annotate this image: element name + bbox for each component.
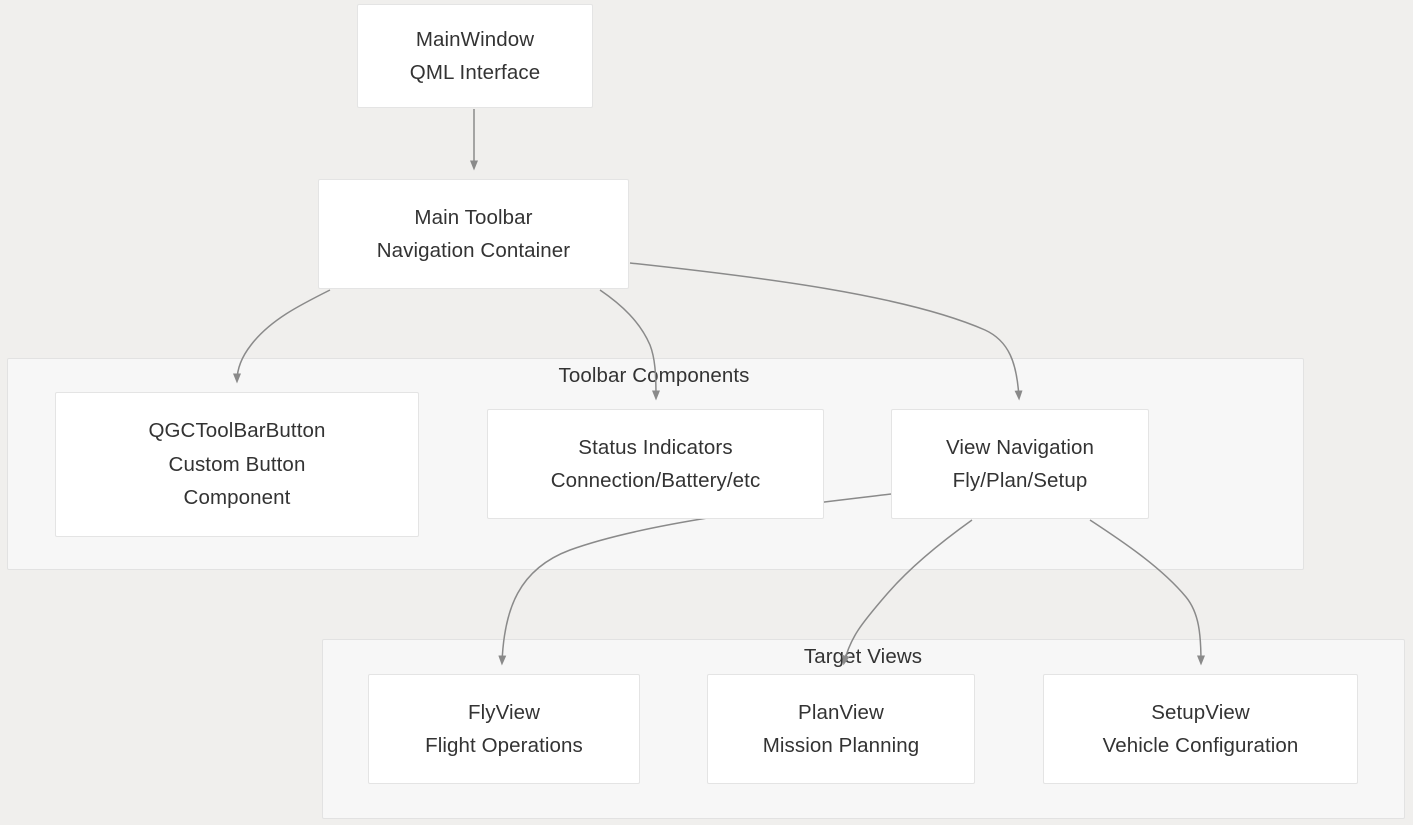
node-setup-view[interactable]: SetupView Vehicle Configuration [1043, 674, 1358, 784]
node-fly-view-line1: FlyView [467, 700, 541, 724]
node-qgc-toolbar-button-line2: Custom Button [168, 452, 306, 476]
node-fly-view[interactable]: FlyView Flight Operations [368, 674, 640, 784]
node-view-navigation-line1: View Navigation [945, 435, 1095, 459]
node-qgc-toolbar-button[interactable]: QGCToolBarButton Custom Button Component [55, 392, 419, 537]
cluster-label-target-views: Target Views [803, 645, 923, 668]
node-plan-view-line1: PlanView [798, 700, 884, 724]
node-fly-view-line2: Flight Operations [425, 734, 583, 757]
node-main-window-line2: QML Interface [409, 61, 541, 84]
node-view-navigation-line2: Fly/Plan/Setup [952, 469, 1088, 492]
node-setup-view-line1: SetupView [1151, 700, 1250, 724]
node-plan-view-line2: Mission Planning [762, 734, 920, 757]
node-view-navigation[interactable]: View Navigation Fly/Plan/Setup [891, 409, 1149, 519]
node-main-toolbar-line1: Main Toolbar [414, 205, 533, 229]
node-setup-view-line2: Vehicle Configuration [1102, 734, 1299, 757]
cluster-label-toolbar-components: Toolbar Components [558, 364, 750, 387]
node-main-toolbar-line2: Navigation Container [376, 239, 571, 262]
node-main-window[interactable]: MainWindow QML Interface [357, 4, 593, 108]
node-main-window-line1: MainWindow [415, 27, 535, 51]
node-status-indicators-line1: Status Indicators [578, 435, 733, 459]
node-plan-view[interactable]: PlanView Mission Planning [707, 674, 975, 784]
node-qgc-toolbar-button-line3: Component [183, 486, 291, 510]
node-main-toolbar[interactable]: Main Toolbar Navigation Container [318, 179, 629, 289]
node-qgc-toolbar-button-line1: QGCToolBarButton [148, 419, 326, 443]
node-status-indicators[interactable]: Status Indicators Connection/Battery/etc [487, 409, 824, 519]
node-status-indicators-line2: Connection/Battery/etc [550, 469, 761, 492]
